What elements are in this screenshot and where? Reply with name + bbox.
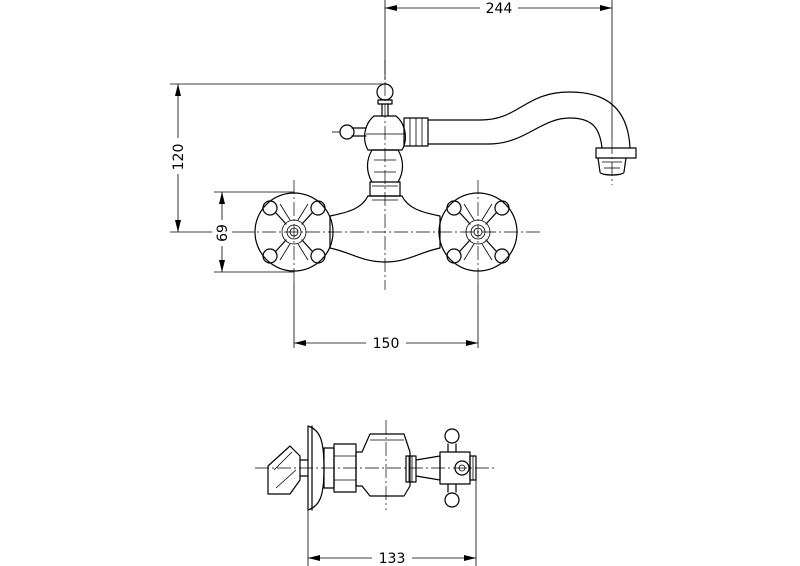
mixer-body: [329, 195, 441, 263]
spout-collar: [403, 117, 429, 147]
wall-connector: [267, 445, 301, 495]
left-rosette: [254, 192, 334, 272]
front-view: [240, 60, 637, 290]
side-lever: [332, 124, 367, 140]
dimension-244: 244: [384, 0, 613, 140]
dimension-150-label: 150: [373, 336, 400, 352]
dimension-133: 133: [307, 480, 477, 566]
right-rosette: [438, 192, 518, 272]
left-cross-handle: [262, 200, 326, 264]
side-body: [355, 433, 411, 497]
dimension-150: 150: [293, 282, 479, 352]
dimension-69-label: 69: [215, 224, 231, 242]
right-cross-handle: [446, 200, 510, 264]
side-collar: [405, 455, 417, 483]
dimension-244-label: 244: [486, 1, 513, 17]
dimension-133-label: 133: [379, 551, 406, 566]
dimension-120: 120: [168, 83, 385, 233]
side-nut: [323, 443, 357, 493]
side-view: [255, 420, 495, 511]
spout: [427, 91, 631, 149]
side-cross-handle: [439, 428, 477, 508]
dimension-69: 69: [212, 191, 294, 273]
dimension-120-label: 120: [171, 144, 187, 171]
spout-column: [364, 115, 406, 197]
aerator: [595, 147, 637, 176]
